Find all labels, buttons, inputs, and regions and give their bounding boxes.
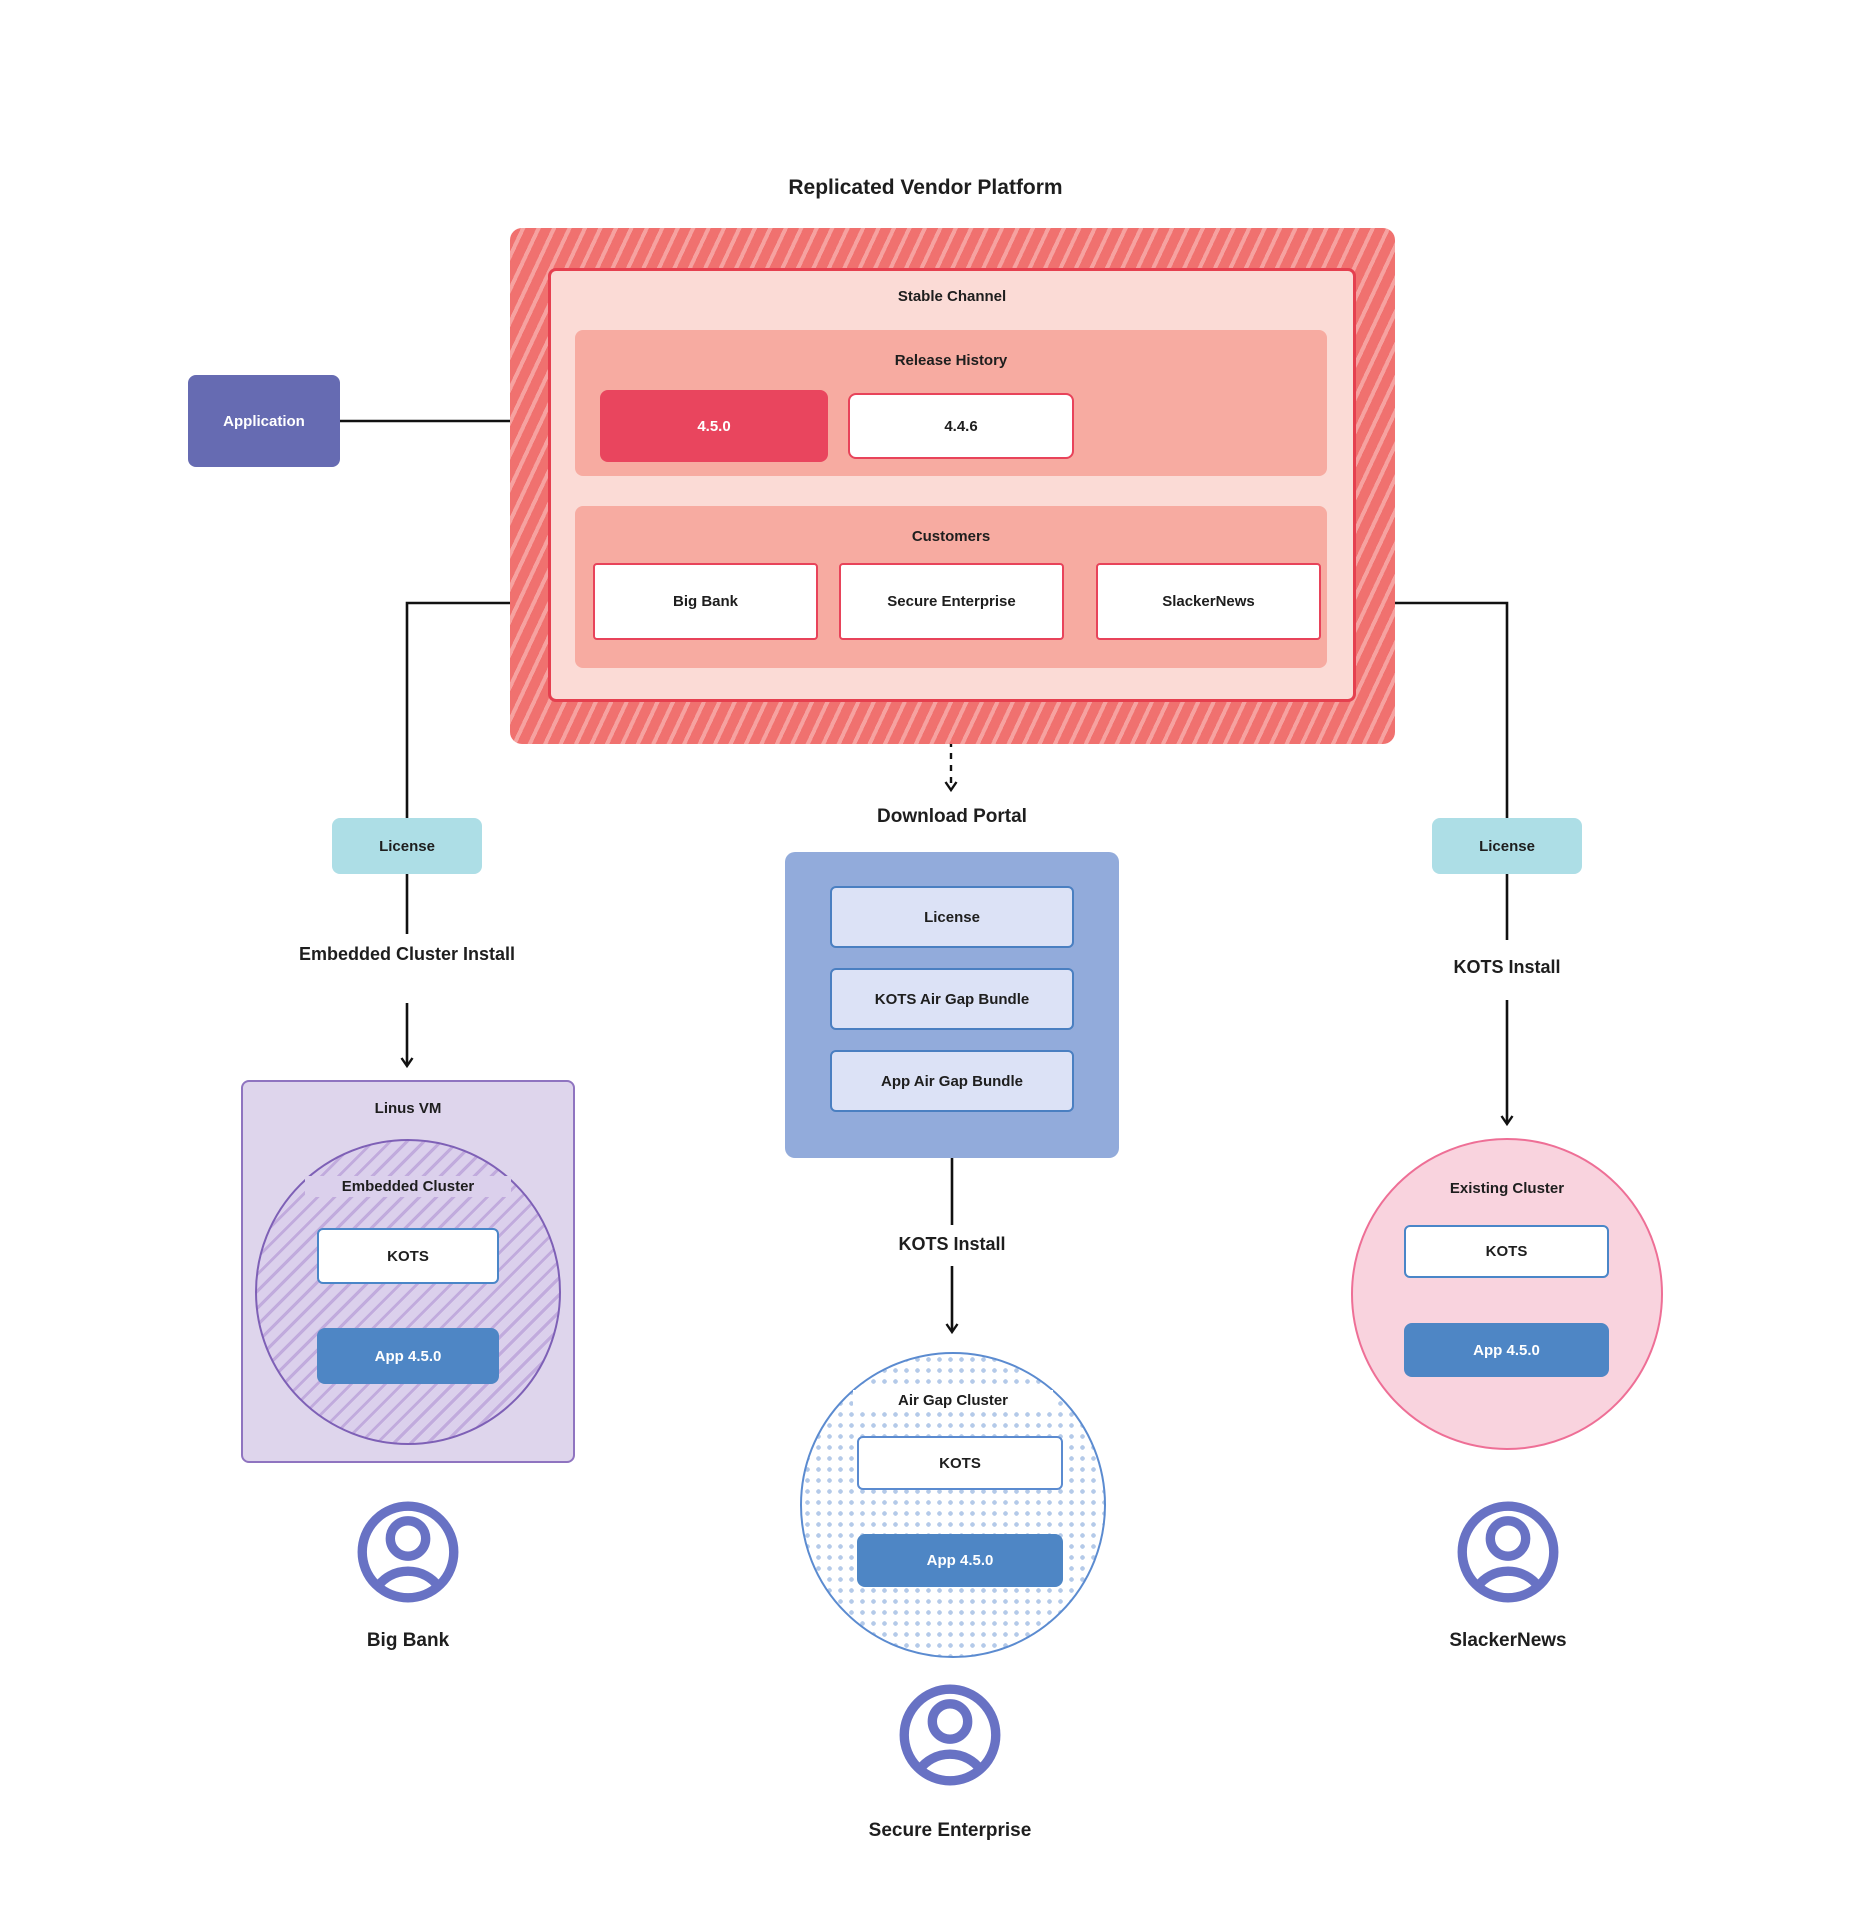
app-node-right: App 4.5.0 [1404,1323,1609,1377]
customer-big-bank: Big Bank [593,563,818,640]
app-node-mid: App 4.5.0 [857,1534,1063,1587]
kots-node-right: KOTS [1404,1225,1609,1278]
user-label-big-bank: Big Bank [366,1630,450,1651]
release-4-4-6: 4.4.6 [848,393,1074,459]
embedded-cluster-label: Embedded Cluster [305,1176,511,1197]
user-label-secure-enterprise: Secure Enterprise [868,1820,1032,1841]
embedded-cluster-install-label: Embedded Cluster Install [298,944,516,964]
user-icon [1457,1501,1559,1603]
release-4-5-0: 4.5.0 [600,390,828,462]
portal-item-app-bundle: App Air Gap Bundle [830,1050,1074,1112]
user-icon [899,1684,1001,1786]
portal-item-kots-bundle: KOTS Air Gap Bundle [830,968,1074,1030]
application-node: Application [188,375,340,467]
user-icon [357,1501,459,1603]
customer-slackernews: SlackerNews [1096,563,1321,640]
air-gap-cluster-circle [800,1352,1106,1658]
stable-channel-label: Stable Channel [897,288,1007,305]
portal-item-license: License [830,886,1074,948]
app-node-left: App 4.5.0 [317,1328,499,1384]
download-portal-title: Download Portal [877,806,1027,827]
linus-vm-label: Linus VM [374,1100,442,1117]
existing-cluster-label: Existing Cluster [1449,1180,1565,1197]
diagram-title: Replicated Vendor Platform [788,176,1063,199]
kots-node-left: KOTS [317,1228,499,1284]
kots-install-label-right: KOTS Install [1453,957,1561,977]
air-gap-cluster-label: Air Gap Cluster [853,1390,1053,1411]
kots-node-mid: KOTS [857,1436,1063,1490]
existing-cluster-circle [1351,1138,1663,1450]
license-chip-left: License [332,818,482,874]
kots-install-label-mid: KOTS Install [898,1234,1006,1254]
license-chip-right: License [1432,818,1582,874]
user-label-slackernews: SlackerNews [1449,1630,1567,1651]
customers-label: Customers [911,528,991,545]
release-history-label: Release History [894,352,1008,369]
customer-secure-enterprise: Secure Enterprise [839,563,1064,640]
